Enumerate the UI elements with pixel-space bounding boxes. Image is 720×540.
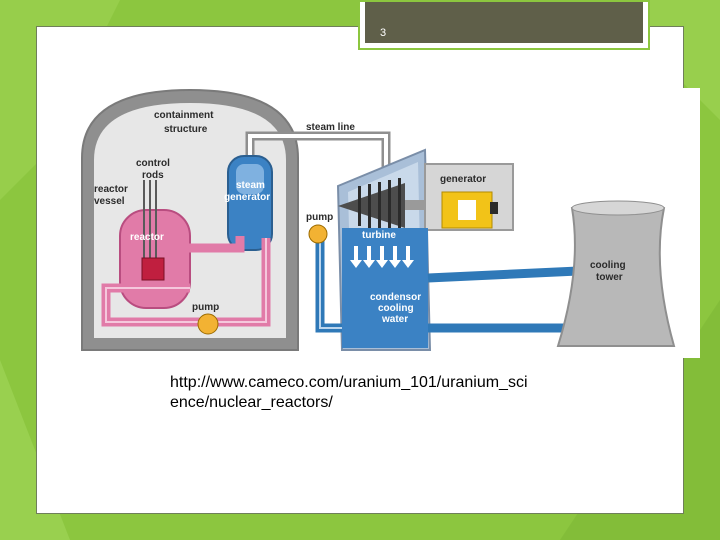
slide-number: 3 xyxy=(380,27,387,39)
label-reactor-vessel-2: vessel xyxy=(94,196,125,207)
nuclear-plant-diagram: containment structure steam line control… xyxy=(80,88,700,358)
source-url-caption: http://www.cameco.com/uranium_101/uraniu… xyxy=(170,374,528,411)
condensor-arrows xyxy=(350,246,414,268)
label-condensor: condensor xyxy=(370,292,421,303)
label-generator: generator xyxy=(440,174,486,185)
label-structure: structure xyxy=(164,124,208,135)
label-pump-bottom: pump xyxy=(192,302,219,313)
label-rods: rods xyxy=(142,170,164,181)
pump-top xyxy=(308,224,328,244)
label-tower: tower xyxy=(596,272,623,283)
label-turbine: turbine xyxy=(362,230,396,241)
control-rods xyxy=(143,180,157,260)
pump-bottom xyxy=(197,313,219,335)
label-containment: containment xyxy=(154,110,214,121)
label-condensor-water: water xyxy=(381,314,408,325)
label-reactor-vessel-1: reactor xyxy=(94,184,128,195)
reactor-core xyxy=(141,257,165,281)
label-steam-generator: generator xyxy=(224,192,270,203)
label-condensor-cooling: cooling xyxy=(378,303,414,314)
label-steam-line: steam line xyxy=(306,122,355,133)
label-cooling: cooling xyxy=(590,260,626,271)
label-pump-top: pump xyxy=(306,212,333,223)
turbine-blades xyxy=(338,178,405,234)
slide-number-box: 3 xyxy=(358,0,650,50)
label-steam: steam xyxy=(236,180,265,191)
slide-number-panel: 3 xyxy=(365,2,643,43)
label-reactor: reactor xyxy=(130,232,164,243)
label-control: control xyxy=(136,158,170,169)
